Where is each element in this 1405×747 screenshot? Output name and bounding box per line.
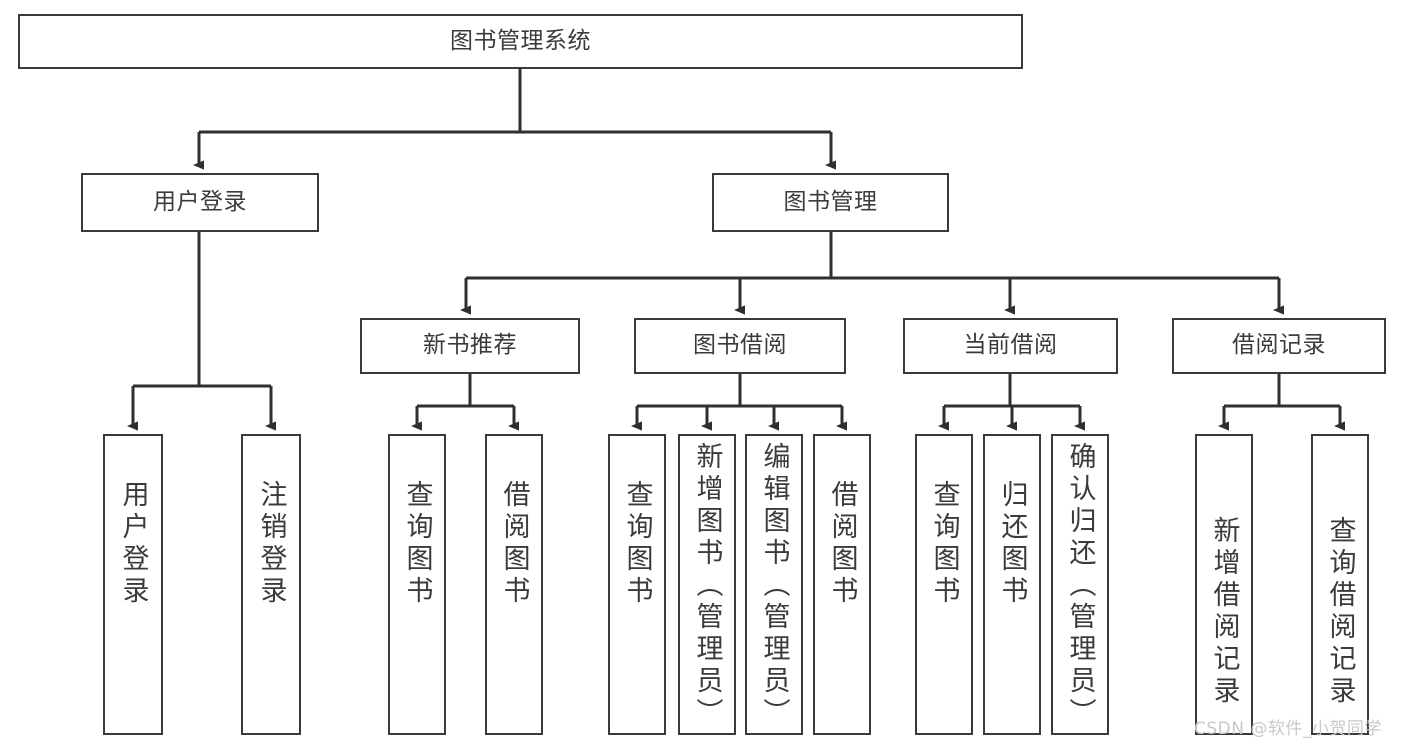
node-leaf-query-borrow-record[interactable]: 查询借阅记录 (1311, 434, 1369, 735)
node-book-borrow-label: 图书借阅 (693, 332, 787, 359)
node-leaf-confirm-return[interactable]: 确认归还（管理员） (1051, 434, 1109, 735)
node-leaf-borrow-book-2[interactable]: 借阅图书 (813, 434, 871, 735)
node-root[interactable]: 图书管理系统 (18, 14, 1023, 69)
node-leaf-borrow-book-1-label: 借阅图书 (498, 480, 530, 608)
node-leaf-user-logout[interactable]: 注销登录 (241, 434, 301, 735)
node-leaf-query-book-1[interactable]: 查询图书 (388, 434, 446, 735)
node-current-borrow-label: 当前借阅 (963, 332, 1058, 359)
node-leaf-user-logout-label: 注销登录 (255, 480, 287, 608)
node-leaf-add-borrow-record[interactable]: 新增借阅记录 (1195, 434, 1253, 735)
node-leaf-borrow-book-1[interactable]: 借阅图书 (485, 434, 543, 735)
node-leaf-query-book-2[interactable]: 查询图书 (608, 434, 666, 735)
node-book-borrow[interactable]: 图书借阅 (634, 318, 846, 374)
node-leaf-add-book[interactable]: 新增图书（管理员） (678, 434, 736, 735)
node-book-manage-label: 图书管理 (783, 188, 878, 215)
node-new-book-recommend-label: 新书推荐 (423, 332, 517, 359)
node-new-book-recommend[interactable]: 新书推荐 (360, 318, 580, 374)
node-leaf-query-borrow-record-label: 查询借阅记录 (1324, 516, 1356, 708)
node-user-login-label: 用户登录 (153, 188, 247, 215)
node-borrow-record[interactable]: 借阅记录 (1172, 318, 1386, 374)
node-leaf-borrow-book-2-label: 借阅图书 (826, 480, 858, 608)
node-leaf-add-borrow-record-label: 新增借阅记录 (1208, 516, 1240, 708)
node-root-label: 图书管理系统 (450, 27, 591, 54)
node-leaf-return-book-label: 归还图书 (996, 480, 1028, 608)
node-leaf-edit-book[interactable]: 编辑图书（管理员） (745, 434, 803, 735)
node-leaf-edit-book-label: 编辑图书（管理员） (758, 442, 790, 730)
node-borrow-record-label: 借阅记录 (1232, 332, 1326, 359)
node-user-login[interactable]: 用户登录 (81, 173, 319, 232)
node-leaf-user-login[interactable]: 用户登录 (103, 434, 163, 735)
node-leaf-query-book-2-label: 查询图书 (621, 480, 653, 608)
csdn-watermark: CSDN @软件_小贺同学 (1194, 719, 1382, 739)
node-leaf-confirm-return-label: 确认归还（管理员） (1064, 442, 1096, 730)
node-book-manage[interactable]: 图书管理 (712, 173, 949, 232)
node-leaf-query-book-3-label: 查询图书 (928, 480, 960, 608)
node-leaf-user-login-label: 用户登录 (117, 480, 149, 608)
node-leaf-query-book-3[interactable]: 查询图书 (915, 434, 973, 735)
node-current-borrow[interactable]: 当前借阅 (903, 318, 1118, 374)
node-leaf-return-book[interactable]: 归还图书 (983, 434, 1041, 735)
node-leaf-add-book-label: 新增图书（管理员） (691, 442, 723, 730)
node-leaf-query-book-1-label: 查询图书 (401, 480, 433, 608)
